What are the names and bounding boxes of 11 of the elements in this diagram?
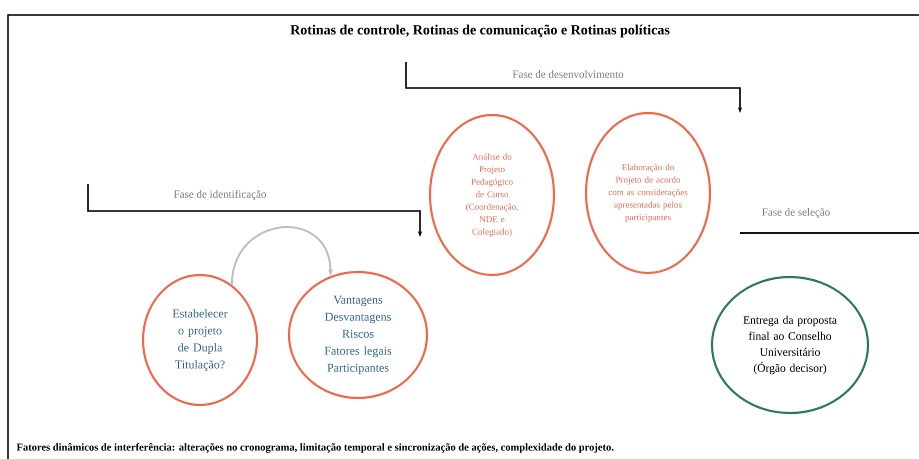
ellipse-node: Estabelecer o projeto de Dupla Titulação? [142, 274, 258, 406]
ellipse-node: Análise do Projeto Pedagógico de Curso (Coordenação, NDE e Colegiado) [428, 114, 556, 276]
phase-label: Fase de seleção [762, 208, 830, 218]
title: Rotinas de controle, Rotinas de comunicação e Rotinas políticas [290, 24, 670, 38]
ellipse-node: Elaboração do Projeto de acordo com as considerações apresentadas pelos participantes [584, 112, 712, 274]
ellipse-node: Entrega da proposta final ao Conselho Universitário (Órgão decisor) [710, 276, 870, 414]
arrow [230, 226, 334, 285]
phase-label: Fase de identificação [174, 190, 266, 200]
ellipse-node: Vantagens Desvantagens Riscos Fatores legais Participantes [288, 270, 428, 400]
phase-label: Fase de desenvolvimento [512, 70, 624, 78]
caption: Fatores dinâmicos de interferência: alterações no cronograma, limitação temporal e sincronização de ações, complexidade do projeto. [16, 443, 614, 453]
